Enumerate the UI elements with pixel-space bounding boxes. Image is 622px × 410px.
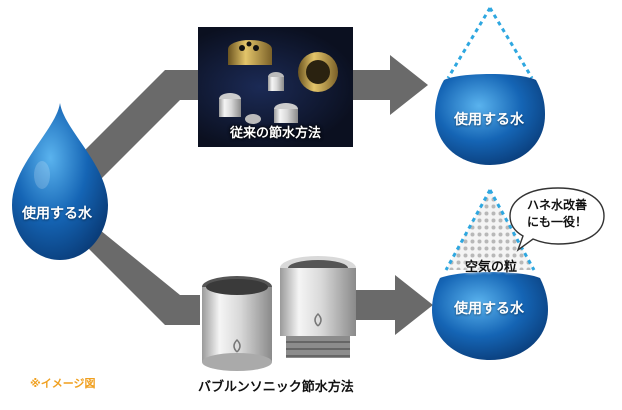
left-drop-label: 使用する水: [22, 206, 92, 222]
top-drop-water: [435, 74, 545, 165]
top-drop-dashed-outline: [446, 7, 492, 79]
image-note: ※イメージ図: [30, 377, 96, 390]
conventional-method-photo: 従来の節水方法: [198, 27, 353, 147]
flow-arrows: [85, 55, 433, 335]
top-result-drop: [435, 7, 545, 165]
lower-branch-arrow: [85, 230, 200, 325]
bubble-sonic-method-caption: バブルンソニック節水方法: [198, 380, 354, 395]
bottom-result-drop: [432, 189, 548, 360]
top-result-arrow: [353, 55, 428, 115]
speech-bubble-line1: ハネ水改善: [526, 198, 587, 212]
top-drop-label: 使用する水: [454, 112, 524, 128]
left-water-drop: [12, 103, 108, 260]
air-bubbles-region: [446, 190, 534, 270]
air-bubbles-label: 空気の粒: [464, 260, 517, 275]
bottom-drop-label: 使用する水: [454, 301, 524, 317]
upper-branch-arrow: [85, 70, 200, 180]
conventional-parts-illustration: [219, 40, 338, 124]
conventional-method-caption: 従来の節水方法: [229, 126, 321, 141]
bottom-result-arrow: [353, 275, 433, 335]
bottom-drop-water: [432, 272, 548, 360]
bubble-sonic-product-photo: [202, 256, 356, 371]
speech-bubble: [509, 187, 605, 252]
speech-bubble-line2: にも一役！: [526, 215, 587, 229]
speech-bubble-text: ハネ水改善 にも一役！: [516, 197, 598, 231]
